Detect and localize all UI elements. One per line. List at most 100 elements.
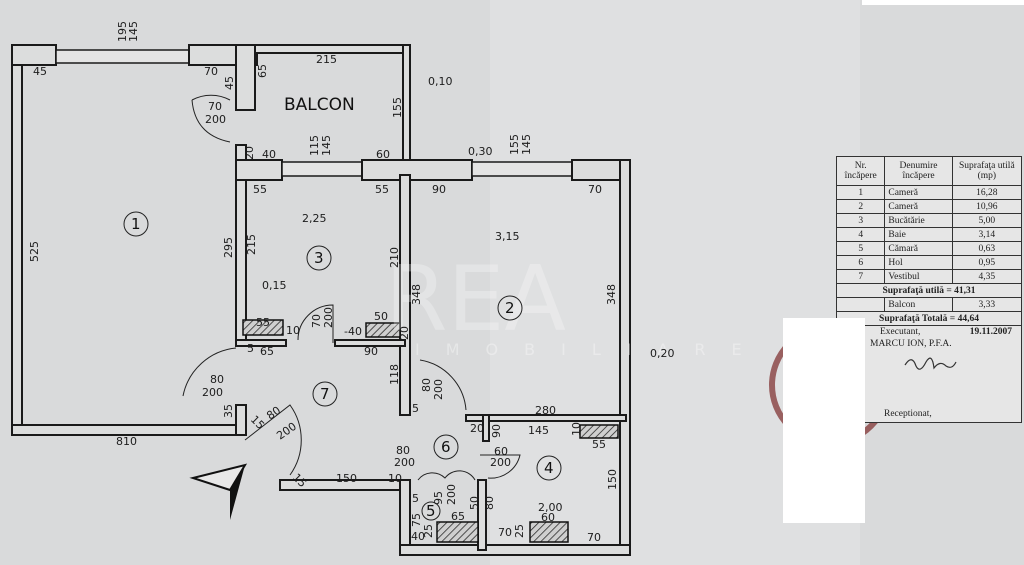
- dim-label: 348: [410, 284, 423, 305]
- dim-label: 70: [310, 314, 323, 328]
- dim-label: 55: [253, 183, 267, 196]
- row-area: 5,00: [951, 213, 1023, 228]
- dim-label: 0,15: [262, 279, 287, 292]
- dim-label: 45: [223, 76, 236, 90]
- row-name: Cameră: [884, 199, 953, 214]
- dim-label: 70: [587, 531, 601, 544]
- row-name: Cameră: [884, 185, 953, 200]
- dim-label: 210: [388, 247, 401, 268]
- dim-label: 2,00: [538, 501, 563, 514]
- dim-label: 40: [262, 148, 276, 161]
- dim-label: 200: [205, 113, 226, 126]
- executant-label: Executant,: [880, 327, 921, 337]
- row-area: 3,14: [951, 227, 1023, 242]
- row-nr: 6: [835, 255, 886, 270]
- dim-label: 20: [243, 146, 256, 160]
- room-number: 2: [505, 299, 515, 317]
- row-nr: 1: [835, 185, 886, 200]
- dim-label: 3,15: [495, 230, 520, 243]
- dim-label: 70: [588, 183, 602, 196]
- date: 19.11.2007: [969, 327, 1012, 337]
- dim-label: 0,30: [468, 145, 493, 158]
- dim-label: 50: [374, 310, 388, 323]
- dim-label: 200: [394, 456, 415, 469]
- dim-label: 55: [256, 316, 270, 329]
- dim-label: 80: [396, 444, 410, 457]
- dim-label: -40: [344, 325, 362, 338]
- row-area: 10,96: [951, 199, 1023, 214]
- row-nr: 5: [835, 241, 886, 256]
- dim-label: 25: [422, 524, 435, 538]
- row-name: Vestibul: [884, 269, 953, 284]
- dim-label: 75: [410, 513, 423, 527]
- dim-label: 90: [432, 183, 446, 196]
- room-number: 7: [320, 385, 330, 403]
- dim-label: 60: [541, 511, 555, 524]
- dim-label: 70: [204, 65, 218, 78]
- dim-label: 35: [222, 404, 235, 418]
- dim-label: 20: [398, 326, 411, 340]
- room-number: 1: [131, 215, 141, 233]
- row-area: 0,95: [951, 255, 1023, 270]
- row-nr: 4: [835, 227, 886, 242]
- dim-label: 90: [490, 424, 503, 438]
- header-name: Denumire încăpere: [884, 156, 953, 186]
- redaction-box: [783, 318, 865, 523]
- dim-label: 150: [336, 472, 357, 485]
- row-name: Bucătărie: [884, 213, 953, 228]
- dim-label: 55: [375, 183, 389, 196]
- dim-label: 60: [376, 148, 390, 161]
- dim-label: 0,10: [428, 75, 453, 88]
- room-number: 3: [314, 249, 324, 267]
- dim-label: 155: [508, 134, 521, 155]
- dim-label: 150: [606, 469, 619, 490]
- room-number: 6: [441, 438, 451, 456]
- balcon-name: Balcon: [884, 297, 953, 312]
- dim-label: 10: [286, 324, 300, 337]
- signature: [904, 357, 957, 370]
- dim-label: 295: [222, 237, 235, 258]
- dim-label: 200: [445, 484, 458, 505]
- row-name: Baie: [884, 227, 953, 242]
- dim-label: 80: [210, 373, 224, 386]
- row-nr: 2: [835, 199, 886, 214]
- dim-label: 145: [520, 134, 533, 155]
- dim-label: 20: [470, 422, 484, 435]
- dim-label: 0,20: [650, 347, 675, 360]
- header-nr: Nr. încăpere: [835, 156, 886, 186]
- dim-label: 145: [127, 21, 140, 42]
- dim-label: 65: [256, 64, 269, 78]
- dim-label: 215: [245, 234, 258, 255]
- dim-label: 60: [494, 445, 508, 458]
- dim-label: 95: [432, 491, 445, 505]
- walls: [11, 44, 631, 556]
- dim-label: 70: [208, 100, 222, 113]
- dim-label: 200: [274, 420, 299, 443]
- dim-label: 55: [592, 438, 606, 451]
- dim-label: 2,25: [302, 212, 327, 225]
- watermark-sub: IMOBILIARE: [415, 340, 768, 359]
- dim-label: 80: [483, 496, 496, 510]
- dim-label: 80: [420, 378, 433, 392]
- dim-label: 5: [247, 342, 254, 355]
- row-name: Hol: [884, 255, 953, 270]
- dim-label: 10: [388, 472, 402, 485]
- executant-name: MARCU ION, P.F.A.: [870, 339, 952, 349]
- balcon-area: 3,33: [951, 297, 1023, 312]
- dim-label: 80: [264, 404, 283, 423]
- row-area: 4,35: [951, 269, 1023, 284]
- empty-cell: [835, 297, 886, 312]
- dim-label: 10: [570, 422, 583, 436]
- dim-label: 155: [391, 97, 404, 118]
- scan-edge: [862, 0, 1024, 5]
- dim-label: 50: [468, 496, 481, 510]
- dim-label: 215: [316, 53, 337, 66]
- dim-label: 65: [451, 510, 465, 523]
- dim-label: 65: [260, 345, 274, 358]
- row-nr: 3: [835, 213, 886, 228]
- north-arrow-icon: [189, 463, 248, 520]
